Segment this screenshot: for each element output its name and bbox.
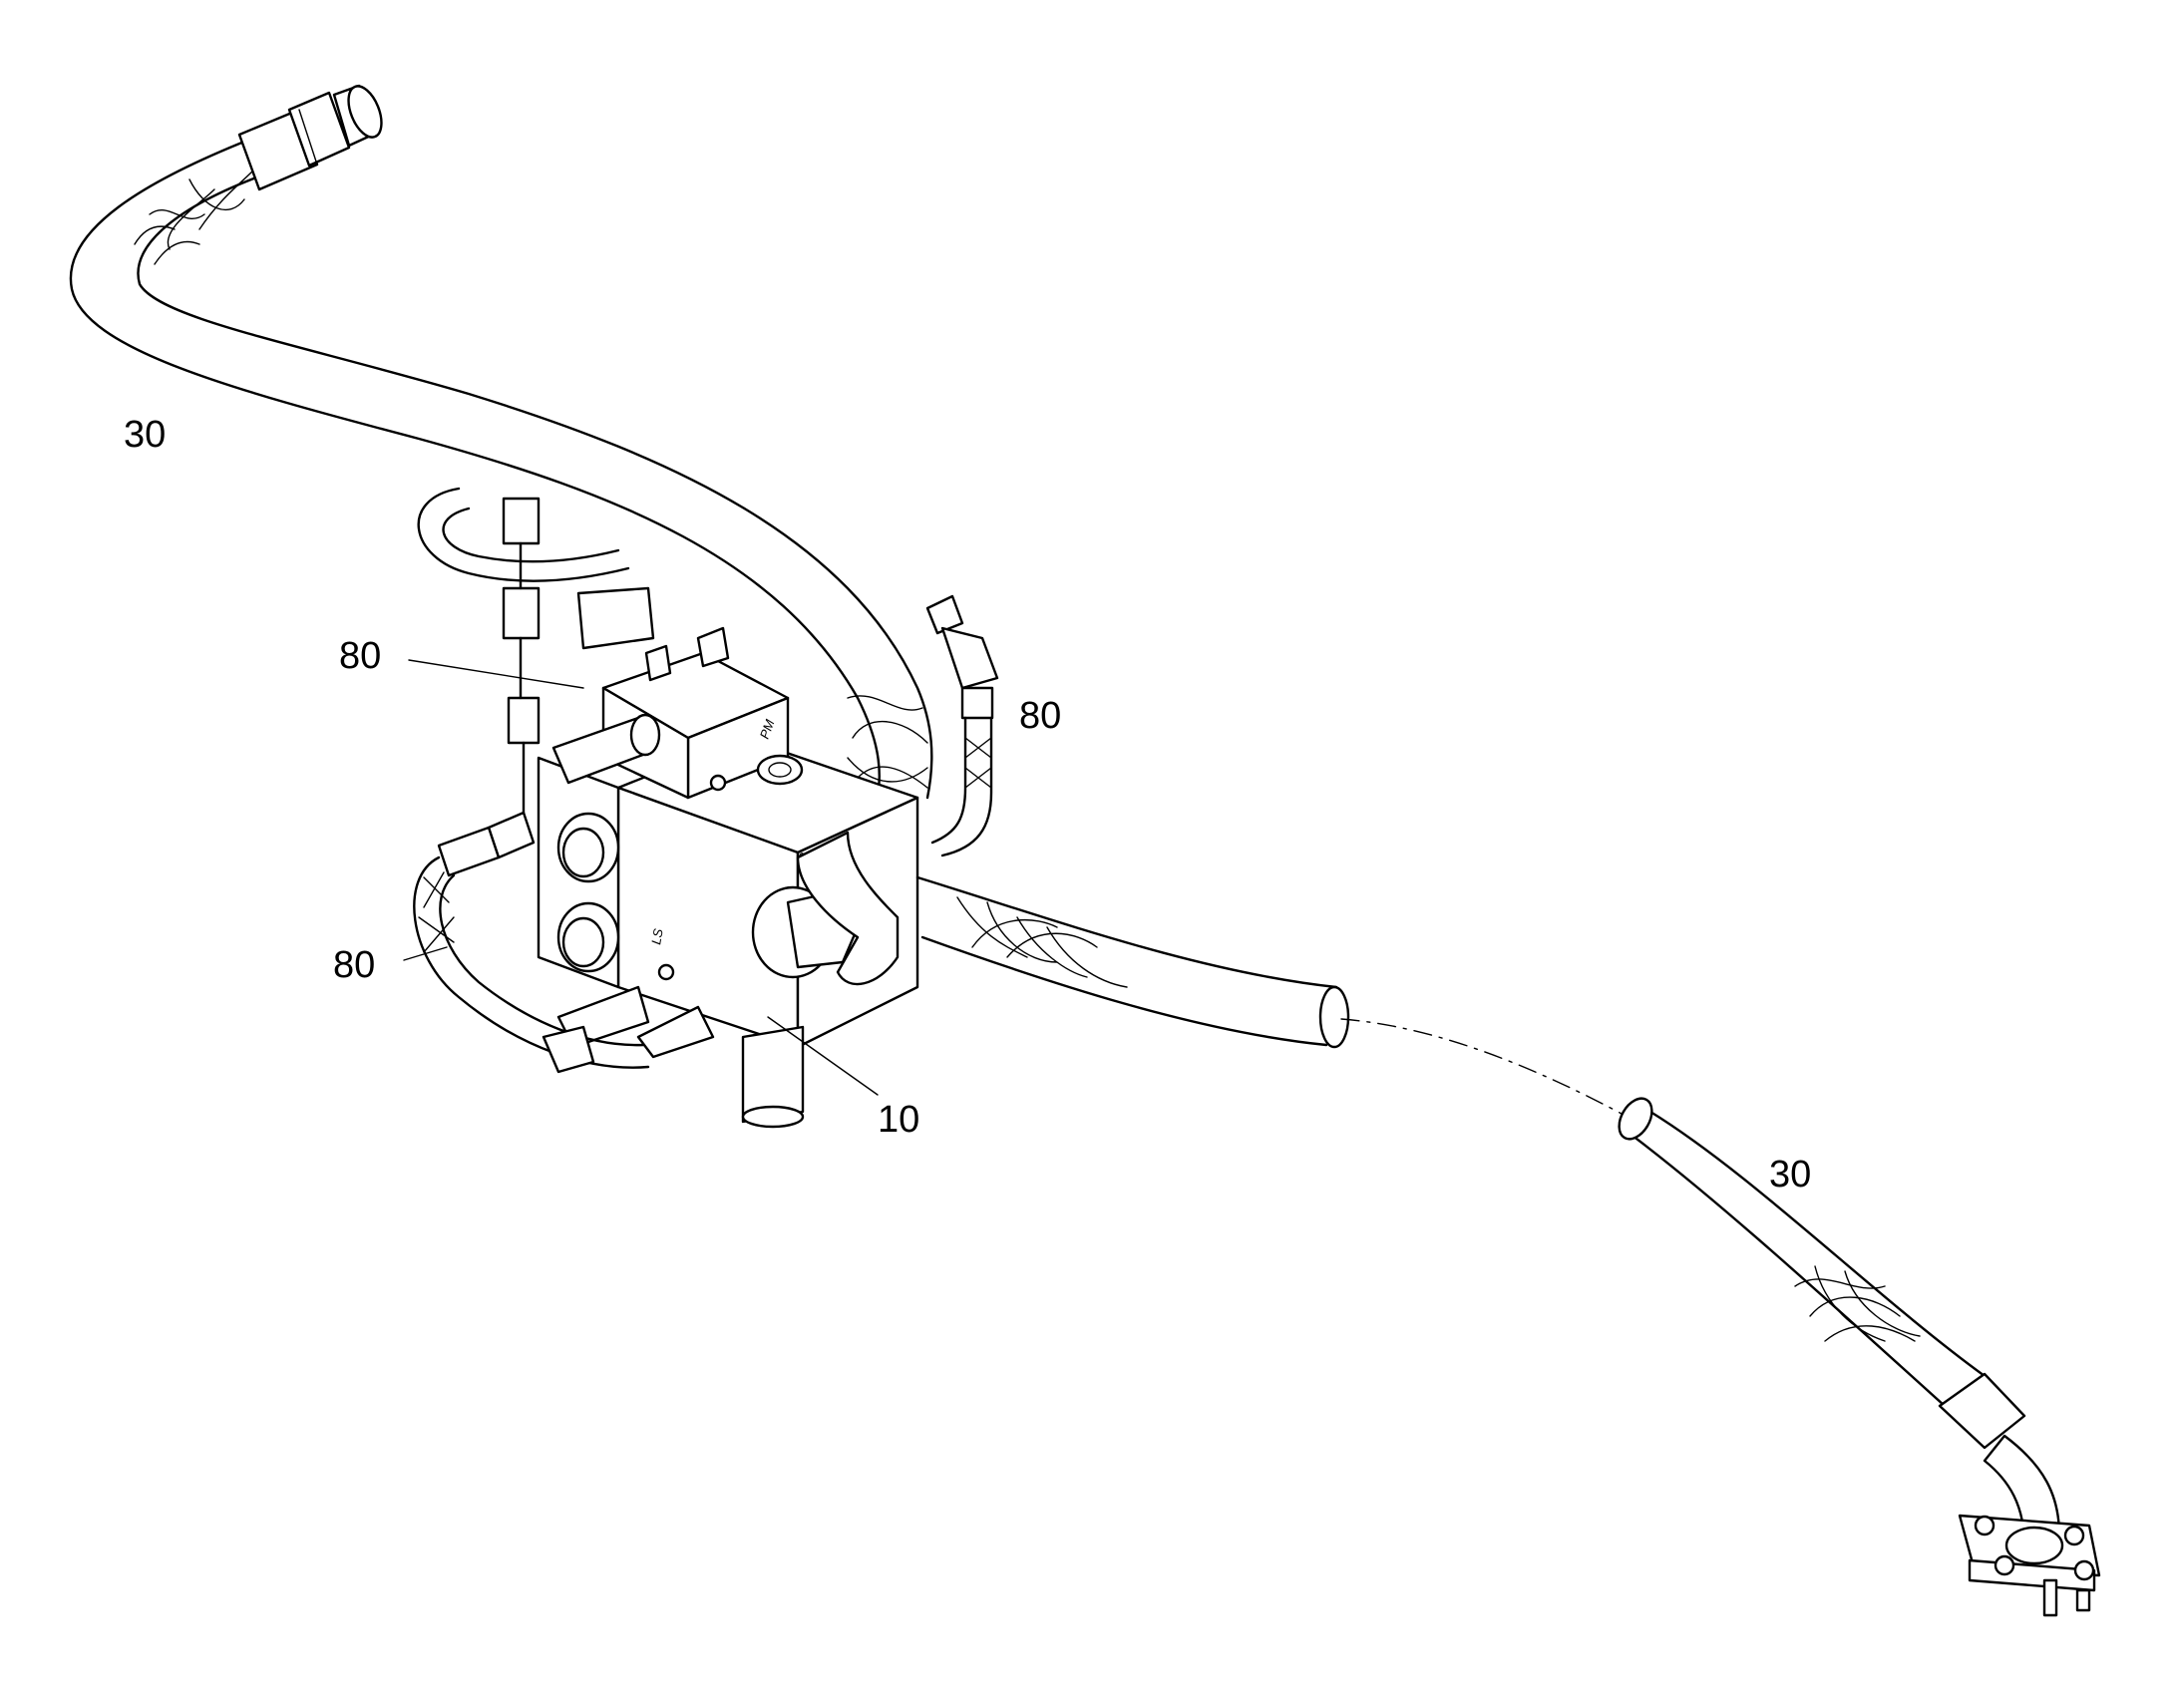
label-80-upper-left: 80 — [339, 635, 381, 677]
label-10-valve: 10 — [878, 1099, 919, 1141]
hose-30-upper — [69, 138, 933, 800]
break-line — [1340, 1018, 1646, 1128]
valve-block-10: PM R LS — [537, 626, 919, 1129]
hose-end-fitting-top-left — [237, 84, 383, 191]
port-mark-pm: PM — [757, 717, 778, 741]
label-80-lower-left: 80 — [333, 944, 375, 986]
label-30-bottom-right: 30 — [1769, 1154, 1811, 1196]
leader-80-upper-left — [408, 659, 584, 689]
hose-30-lower — [1618, 1097, 2061, 1547]
leader-10 — [767, 1016, 879, 1096]
flange-fitting — [1958, 1514, 2101, 1617]
line-80-upper-loop — [417, 487, 655, 820]
port-mark-ls: LS — [648, 927, 666, 946]
label-80-right: 80 — [1019, 695, 1061, 737]
line-80-right — [925, 594, 999, 857]
line-80-lower-left — [413, 811, 650, 1074]
hose-30-outgoing — [796, 831, 1350, 1049]
leader-80-lower-left — [403, 946, 448, 961]
label-30-top-left: 30 — [124, 414, 166, 456]
